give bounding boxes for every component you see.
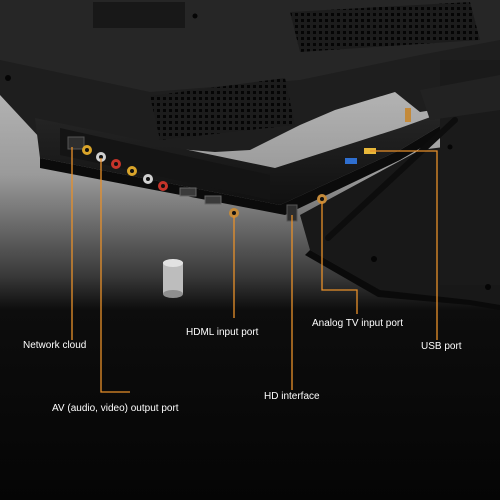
label-network-cloud: Network cloud: [23, 340, 87, 351]
tv-housing: [0, 0, 500, 152]
label-hd-interface: HD interface: [264, 391, 320, 402]
callout-lines: [71, 147, 438, 393]
usb3-port-icon: [345, 158, 357, 164]
label-hdmi-input-port: HDML input port: [186, 327, 259, 338]
label-av-output-port: AV (audio, video) output port: [52, 403, 179, 414]
callout-line-analog: [321, 202, 358, 314]
label-usb-port: USB port: [421, 341, 462, 352]
callout-line-usb: [370, 150, 438, 340]
antenna-icon: [325, 117, 458, 241]
label-analog-tv-input-port: Analog TV input port: [312, 318, 403, 329]
callout-line-av: [100, 158, 130, 393]
hdmi-port-icon: [179, 187, 197, 197]
hdmi-port-icon: [204, 195, 222, 205]
ports: [67, 108, 411, 222]
antenna-connector-icon: [405, 108, 411, 122]
top-vent: [290, 2, 480, 52]
stand-area: [300, 60, 500, 310]
ethernet-port-icon: [67, 136, 85, 150]
spacer-post: [163, 259, 183, 298]
port-strip: [35, 110, 455, 215]
middle-vent: [150, 78, 295, 140]
